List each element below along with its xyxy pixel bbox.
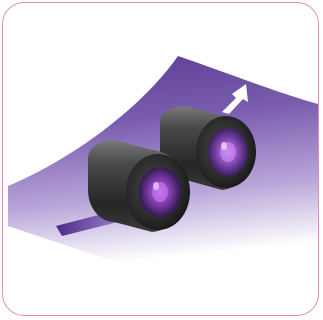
roller-on-sheet-illustration xyxy=(2,2,319,316)
illustration-frame xyxy=(2,2,319,316)
